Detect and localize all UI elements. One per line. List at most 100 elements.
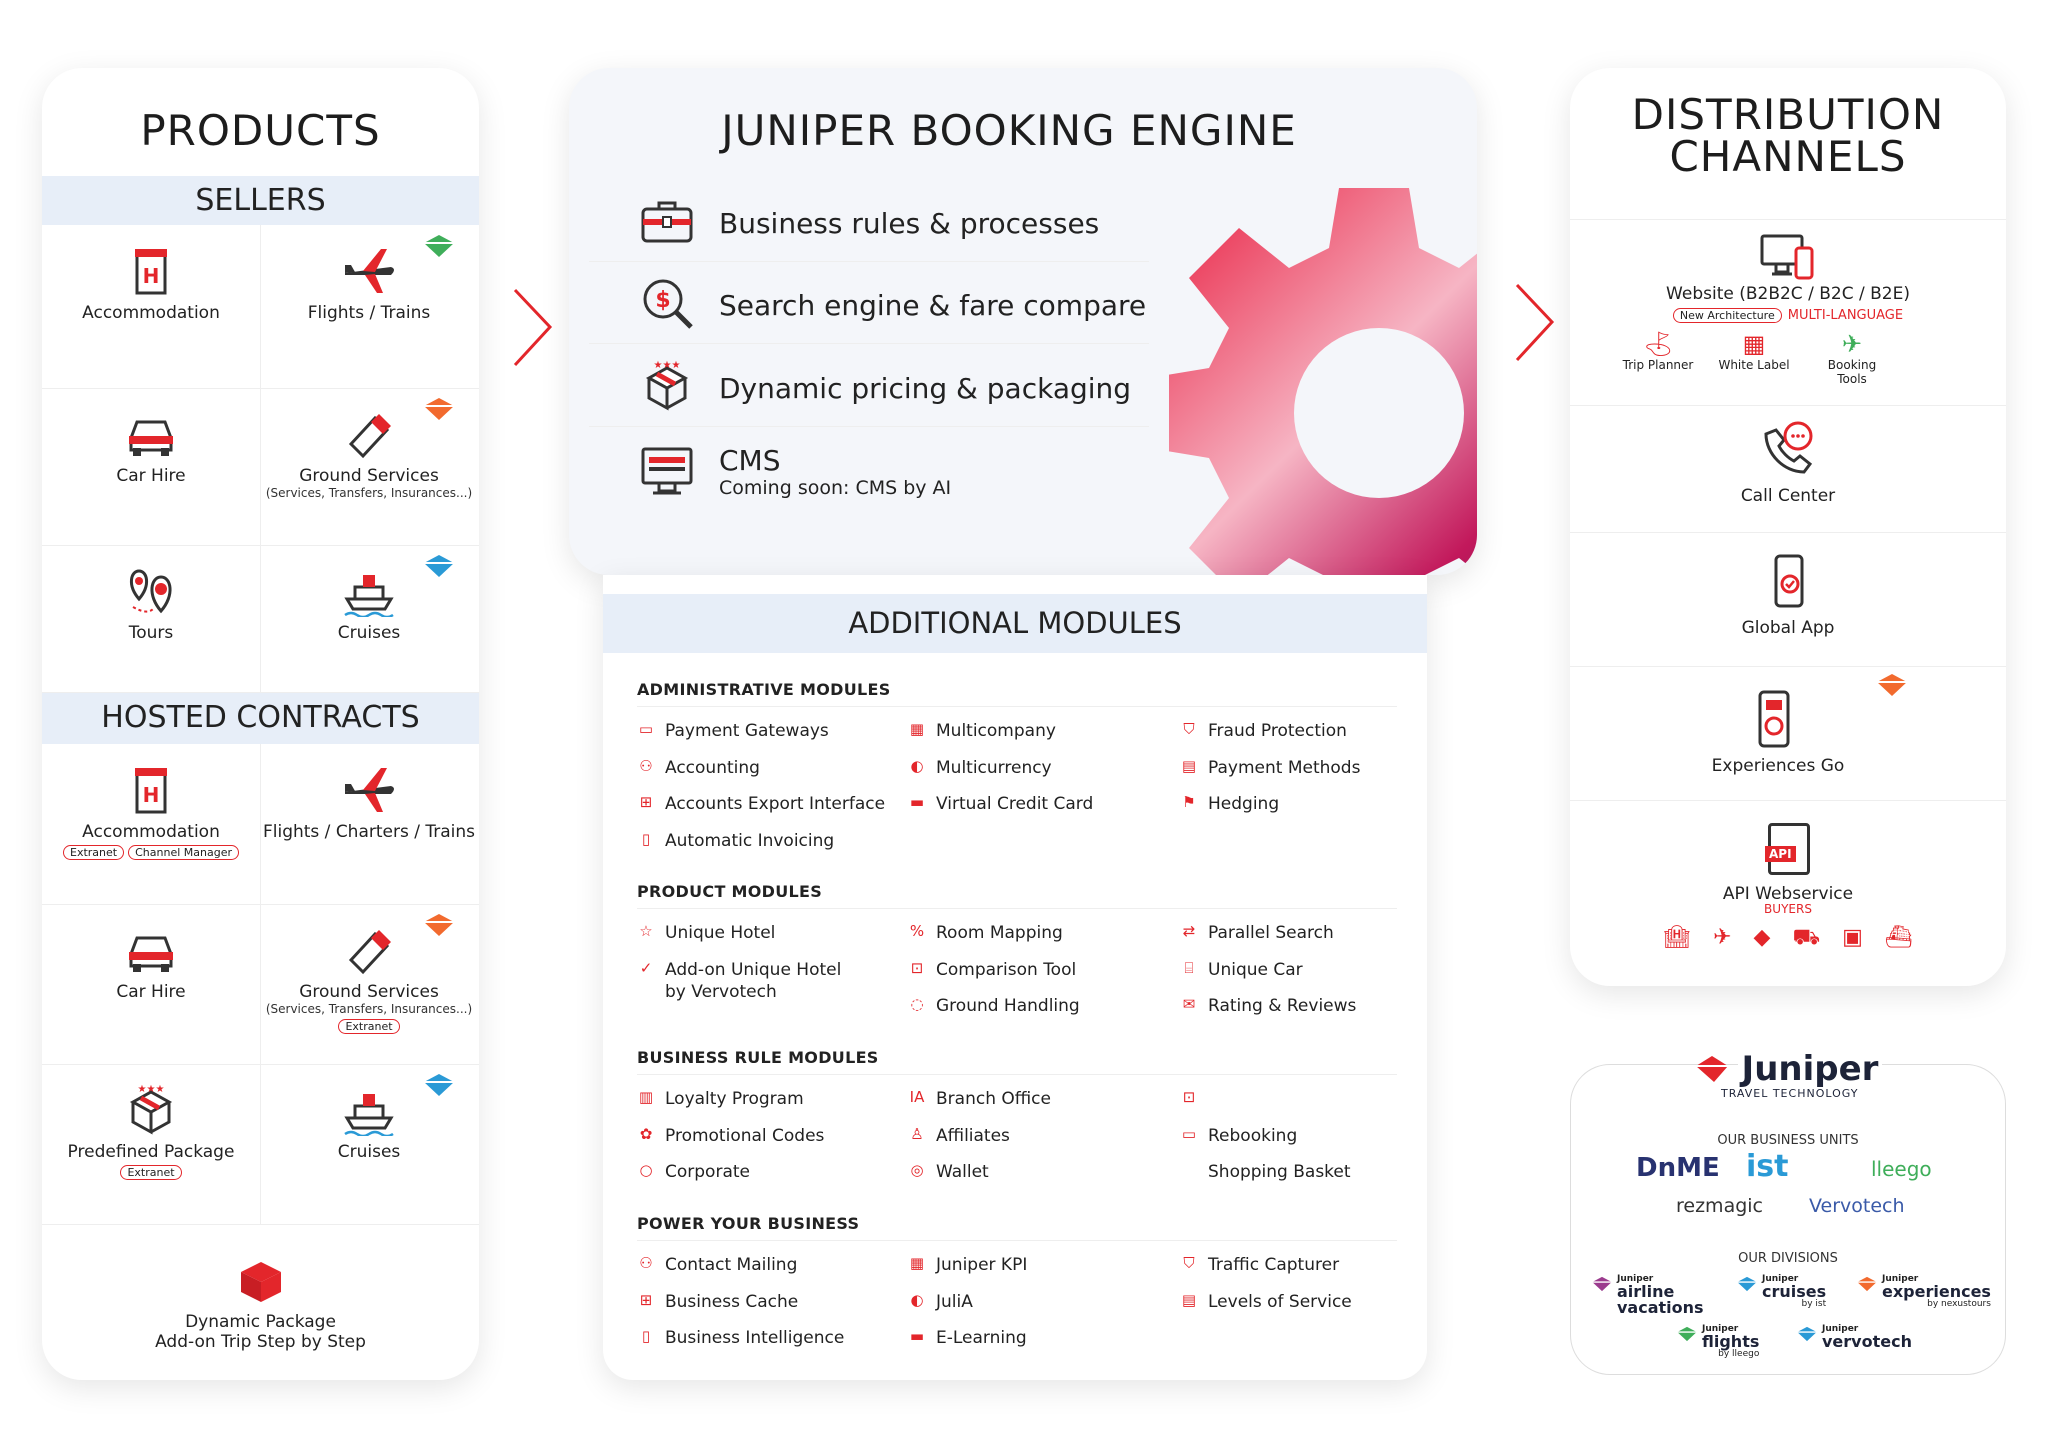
global-app-label[interactable]: Global App [1741, 618, 1835, 638]
module-item[interactable]: ⇄Parallel Search [1180, 922, 1334, 944]
module-label: Business Cache [665, 1291, 799, 1312]
module-icon: ▯ [641, 1327, 651, 1346]
unit-rezmagic: rezmagic [1676, 1195, 1763, 1217]
experiences-go-label[interactable]: Experiences Go [1711, 756, 1845, 776]
division-name: cruises [1762, 1282, 1827, 1301]
division-brand: Juniper [1702, 1324, 1739, 1334]
module-item[interactable]: ✓ Add-on Unique Hotel by Vervotech [637, 958, 842, 1003]
juniper-tagline: TRAVEL TECHNOLOGY [1721, 1087, 1859, 1100]
module-item[interactable]: ▯ Business Intelligence [637, 1327, 844, 1349]
website-sub-trip-planner[interactable]: ⛳︎Trip Planner [1618, 330, 1698, 372]
module-label: Business Intelligence [665, 1328, 845, 1349]
svg-text:H: H [143, 783, 160, 807]
module-item[interactable]: ⊞Business Cache [637, 1291, 799, 1313]
module-item[interactable]: ⊡ [1180, 1088, 1208, 1106]
module-item[interactable]: ⌸Unique Car [1180, 959, 1302, 981]
module-label: Unique Hotel [665, 923, 776, 943]
module-item[interactable]: ⚇Accounting [637, 757, 760, 779]
module-label: Automatic Invoicing [665, 831, 835, 852]
division-by: by lleego [1718, 1349, 1760, 1359]
product-tag: Extranet [120, 1165, 182, 1180]
module-item[interactable]: Shopping Basket [1180, 1161, 1351, 1183]
module-item[interactable]: ▤Payment Methods [1180, 757, 1361, 779]
module-item[interactable]: ▬Virtual Credit Card [908, 793, 1093, 815]
product-flights-trains[interactable]: Flights / Trains [260, 245, 478, 323]
juniper-logo: Juniper [1737, 1049, 1883, 1089]
module-icon: ▬ [909, 1327, 925, 1346]
module-item[interactable]: ▦Multicompany [908, 720, 1056, 742]
product-tours[interactable]: Tours [42, 565, 260, 643]
module-label: Affiliates [936, 1125, 1010, 1146]
call-center-label[interactable]: Call Center [1740, 486, 1836, 506]
module-item[interactable]: ○Corporate [637, 1161, 750, 1183]
module-item[interactable]: ▭Rebooking [1180, 1125, 1297, 1147]
module-item[interactable]: %Room Mapping [908, 922, 1063, 944]
product-flights-charters-trains[interactable]: Flights / Charters / Trains [260, 764, 478, 842]
division-brand: Juniper [1617, 1274, 1654, 1284]
product-label: Cruises [337, 1142, 401, 1162]
module-label: Traffic Capturer [1208, 1255, 1340, 1275]
module-item[interactable]: ☆Unique Hotel [637, 922, 775, 944]
booking-engine-item-label: CMS [719, 443, 781, 477]
new-architecture-badge: New Architecture [1672, 308, 1782, 323]
module-item[interactable]: ▥Loyalty Program [637, 1088, 804, 1110]
module-item[interactable]: ✿Promotional Codes [637, 1125, 825, 1147]
module-item[interactable]: ▭Payment Gateways [637, 720, 829, 742]
module-icon: ⚑ [1182, 793, 1196, 812]
module-item[interactable]: ▬E-Learning [908, 1327, 1027, 1349]
experiences-phone-icon [1758, 690, 1790, 748]
module-icon: % [909, 922, 925, 940]
gear-graphic [1169, 188, 1477, 575]
module-item[interactable]: ⚑Hedging [1180, 793, 1279, 815]
additional-modules-panel: ADDITIONAL MODULES ADMINISTRATIVE MODULE… [603, 575, 1427, 1380]
module-label: Add-on Unique Hotel by Vervotech [665, 959, 842, 1002]
website-sub-label: Trip Planner [1622, 358, 1694, 372]
module-item[interactable]: ◐JuliA [908, 1291, 972, 1313]
division-name: experiences [1882, 1282, 1991, 1301]
booking-engine-item-label: Search engine & fare compare [719, 288, 1147, 322]
module-item[interactable]: ⛉Fraud Protection [1180, 720, 1347, 742]
product-car-hire[interactable]: Car Hire [42, 408, 260, 486]
module-item[interactable]: ▤Levels of Service [1180, 1291, 1352, 1313]
suitcase-icon: ▣ [1842, 925, 1863, 950]
product-ground-services[interactable]: Ground Services(Services, Transfers, Ins… [260, 408, 478, 500]
product-cruises[interactable]: Cruises [260, 1084, 478, 1162]
product-ground-services[interactable]: Ground Services(Services, Transfers, Ins… [260, 924, 478, 1034]
dynamic-package[interactable]: Dynamic Package Add-on Trip Step by Step [42, 1254, 479, 1352]
product-car-hire[interactable]: Car Hire [42, 924, 260, 1002]
website-sub-white-label[interactable]: ▦White Label [1714, 330, 1794, 372]
ticket-icon [348, 414, 391, 459]
module-item[interactable]: ▯Automatic Invoicing [637, 830, 834, 852]
distribution-channels-panel: DISTRIBUTION CHANNELS Website (B2B2C / B… [1570, 68, 2006, 986]
module-label: Contact Mailing [665, 1255, 798, 1275]
module-icon: ▭ [1181, 1124, 1197, 1143]
division-name: vervotech [1822, 1332, 1912, 1351]
distribution-title-line1: DISTRIBUTION [1631, 90, 1945, 139]
ticket-icon: ◆ [1753, 925, 1771, 950]
module-item[interactable]: ⊡Comparison Tool [908, 959, 1077, 981]
hotel-icon: H [135, 249, 167, 295]
module-item[interactable]: ✉Rating & Reviews [1180, 995, 1357, 1017]
module-item[interactable]: ♙Affiliates [908, 1125, 1010, 1147]
module-icon: ✓ [639, 958, 653, 977]
product-label: Ground Services [299, 982, 439, 1002]
module-item[interactable]: ⛉Traffic Capturer [1180, 1254, 1339, 1276]
module-item[interactable]: ◎Wallet [908, 1161, 988, 1183]
module-item[interactable]: ◐Multicurrency [908, 757, 1051, 779]
module-item[interactable]: ⚇Contact Mailing [637, 1254, 797, 1276]
api-webservice-label: API Webservice [1722, 884, 1854, 904]
module-item[interactable]: ▦Juniper KPI [908, 1254, 1027, 1276]
module-icon: ▤ [1181, 1290, 1197, 1309]
website-sub-booking-tools[interactable]: ✈︎Booking Tools [1812, 330, 1892, 386]
module-item[interactable]: ⊞Accounts Export Interface [637, 793, 885, 815]
module-item[interactable]: ◌Ground Handling [908, 995, 1079, 1017]
product-cruises[interactable]: Cruises [260, 565, 478, 643]
module-icon: ▬ [909, 793, 925, 812]
module-icon: ⇄ [1182, 922, 1196, 940]
